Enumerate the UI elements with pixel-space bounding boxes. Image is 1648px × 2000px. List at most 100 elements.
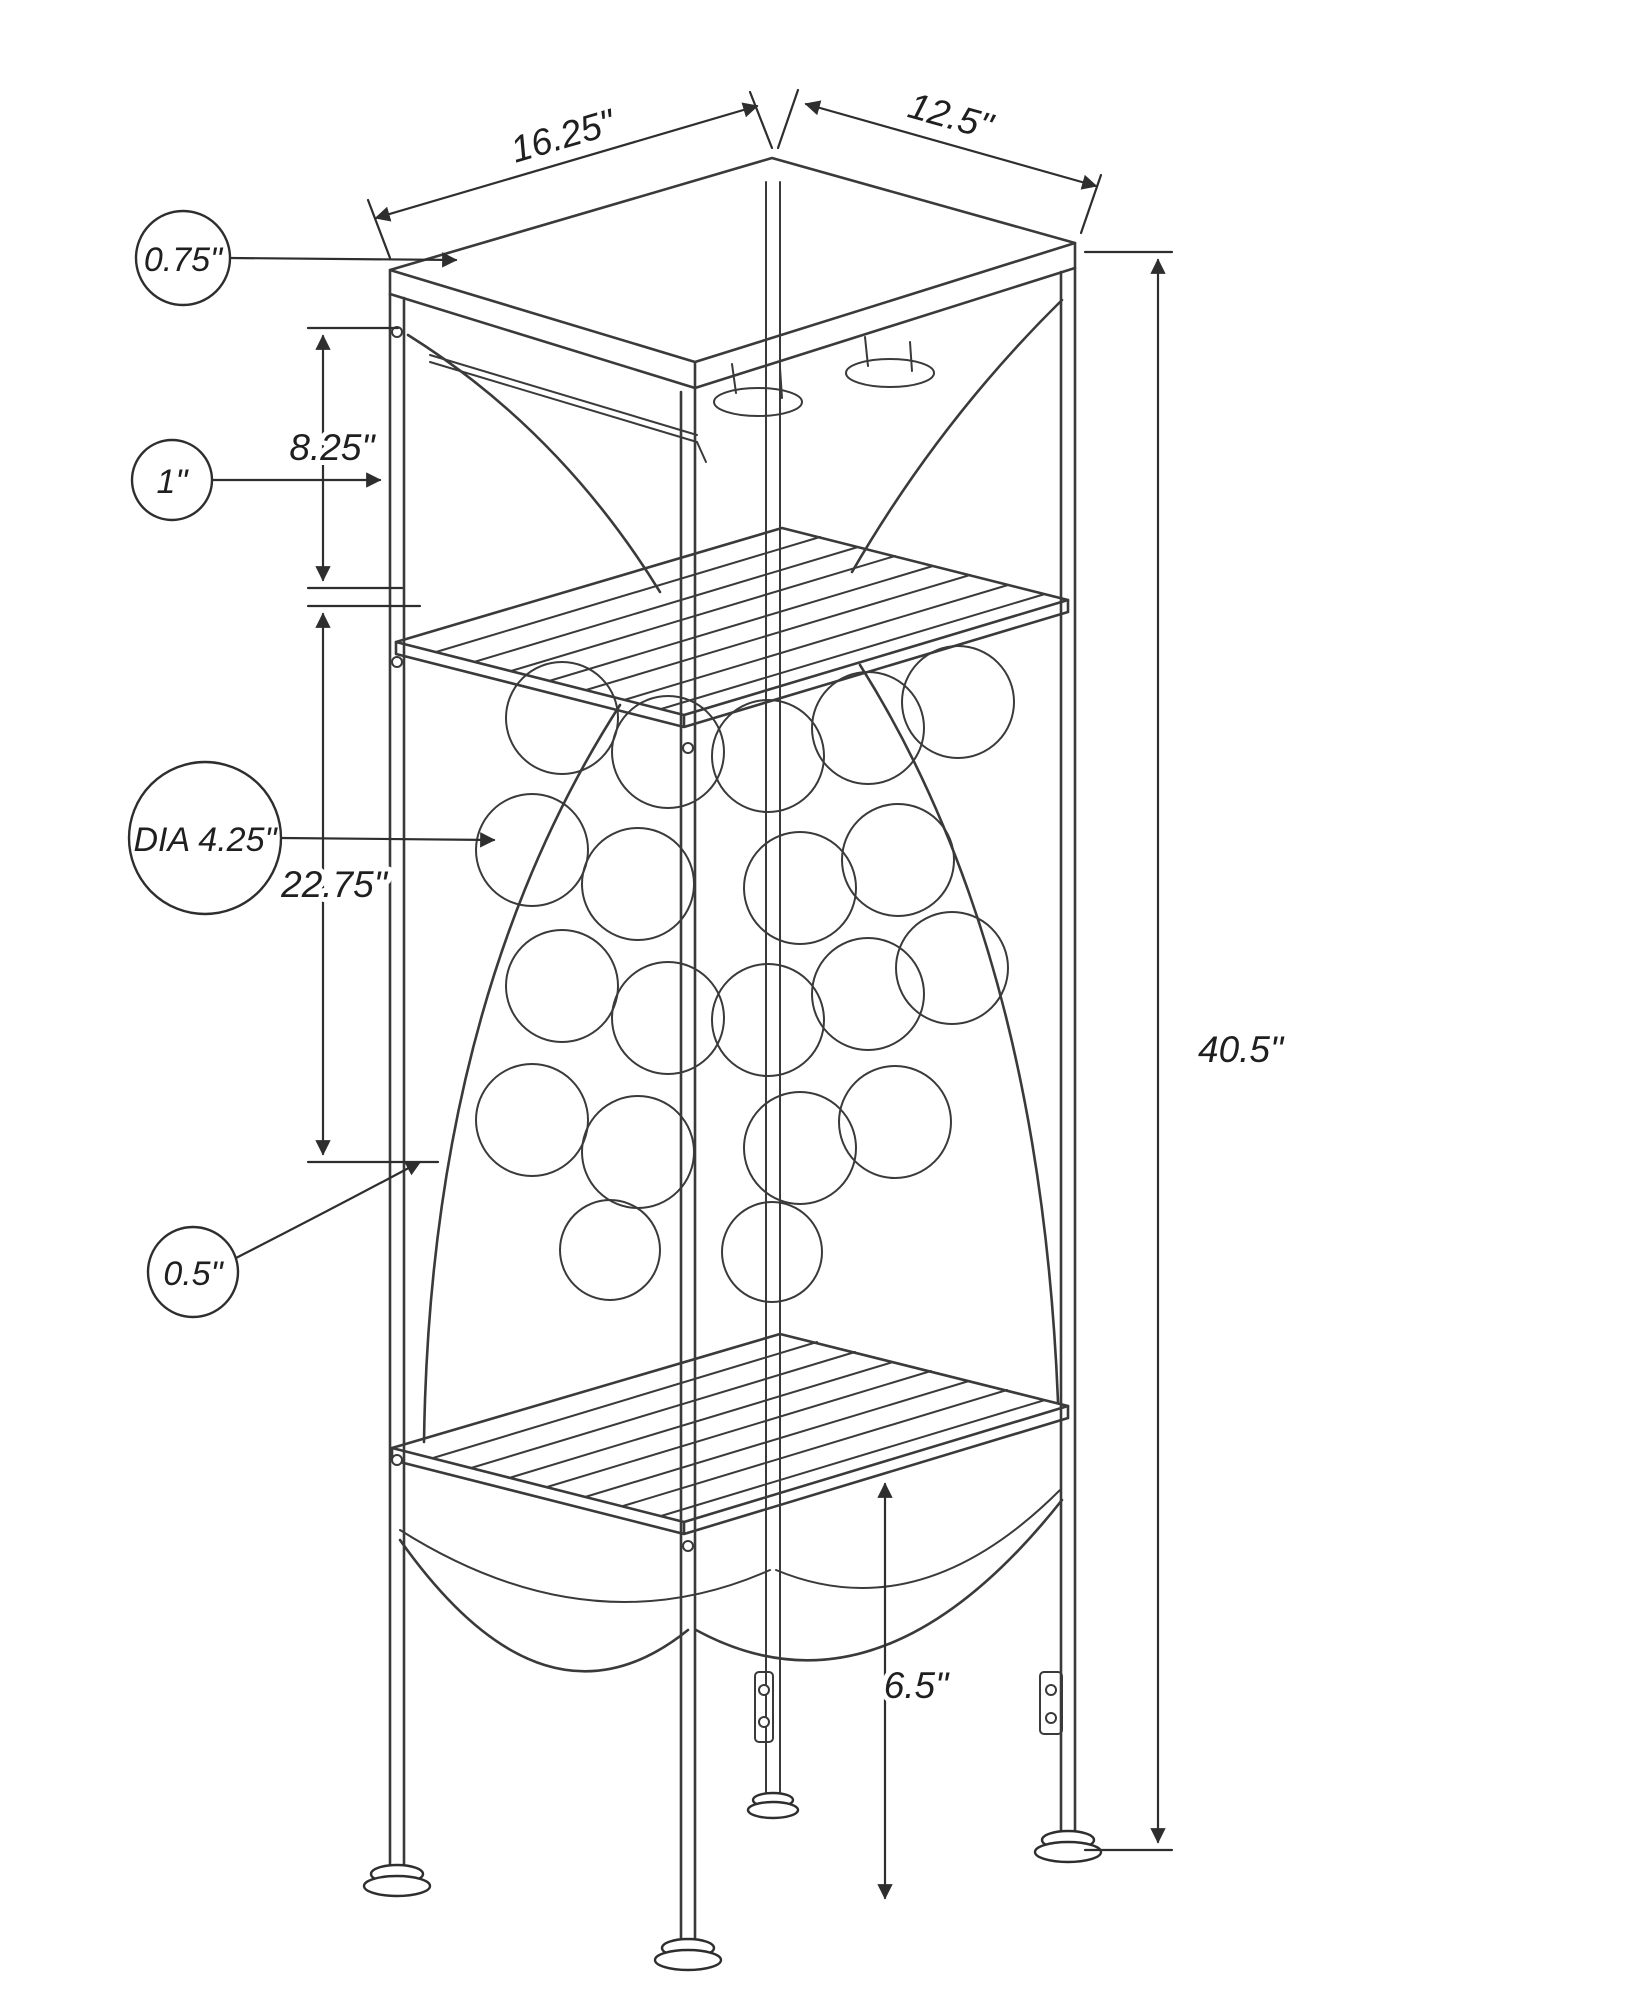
extension-line xyxy=(366,198,392,260)
callout-ring-diameter-label: DIA 4.25" xyxy=(133,821,278,859)
dimension-middle-section: 22.75" xyxy=(275,604,440,1164)
wine-ring xyxy=(475,793,589,907)
stemware-hook xyxy=(696,441,707,463)
shelf-slat xyxy=(623,584,1009,701)
callout-ring-diameter: DIA 4.25" xyxy=(127,760,496,916)
bolt-hole xyxy=(1045,1684,1057,1696)
callout-circle xyxy=(130,438,214,522)
callout-top-thickness-label: 0.75" xyxy=(144,241,224,279)
rear-leg xyxy=(754,181,781,1796)
stemware-rail xyxy=(429,361,698,443)
leg-bracket xyxy=(1039,1671,1063,1735)
bolt-hole xyxy=(758,1684,770,1696)
dimension-bottom-clearance: 6.5" xyxy=(877,1482,955,1900)
dim-middle-section-label: 22.75" xyxy=(280,864,389,905)
foot xyxy=(1033,1840,1103,1864)
bolt-hole xyxy=(391,656,403,668)
dimension-line xyxy=(374,102,759,222)
bolt-hole xyxy=(682,1540,694,1552)
wine-ring xyxy=(721,1201,823,1303)
dimension-line xyxy=(804,100,1098,190)
wine-ring xyxy=(901,645,1015,759)
wine-ring xyxy=(581,1095,695,1209)
wine-ring xyxy=(559,1199,661,1301)
dim-upper-section-label: 8.25" xyxy=(289,427,376,468)
extension-line xyxy=(776,88,800,150)
shelf-slat xyxy=(510,555,896,672)
table-frame xyxy=(362,156,1103,1972)
shelf-slat xyxy=(546,1370,932,1488)
base-arch xyxy=(398,1538,690,1673)
leader-line xyxy=(279,832,496,848)
glass-holder-loop xyxy=(845,358,935,388)
curved-brace xyxy=(858,663,1060,1404)
shelf-slat xyxy=(622,1389,1008,1507)
tabletop-thickness-edges xyxy=(388,241,1077,390)
leader-line xyxy=(228,252,458,268)
wine-ring xyxy=(505,929,619,1043)
leg-bracket xyxy=(754,1671,774,1743)
middle-braces xyxy=(422,663,1060,1444)
callout-circle xyxy=(127,760,283,916)
foot xyxy=(362,1874,432,1898)
foot xyxy=(653,1948,723,1972)
middle-shelf-thickness xyxy=(394,598,1070,729)
shelf-slat xyxy=(432,1341,818,1459)
callout-circle xyxy=(134,209,232,307)
dim-overall-height-label: 40.5" xyxy=(1198,1029,1285,1070)
curved-brace xyxy=(406,333,662,594)
callout-top-thickness: 0.75" xyxy=(134,209,458,307)
shelf-slat xyxy=(435,536,821,653)
feet xyxy=(362,1791,1103,1972)
dimension-upper-section: 8.25" xyxy=(284,326,404,590)
shelf-slat xyxy=(548,565,934,682)
wine-ring xyxy=(581,827,695,941)
wine-ring xyxy=(895,911,1009,1025)
shelf-slat xyxy=(470,1351,856,1469)
wine-ring xyxy=(711,699,825,813)
wine-ring xyxy=(611,961,725,1075)
curved-brace xyxy=(850,298,1064,574)
base-arch xyxy=(775,1489,1061,1589)
base-arch xyxy=(694,1498,1064,1662)
wine-ring xyxy=(841,803,955,917)
dimension-overall-height: 40.5" xyxy=(1083,250,1285,1852)
curved-brace xyxy=(422,703,622,1444)
bottom-shelf-outline xyxy=(390,1332,1070,1524)
callout-frame-tube: 1" xyxy=(130,438,382,522)
wine-ring xyxy=(811,937,925,1051)
wine-ring xyxy=(743,1091,857,1205)
shelf-slat xyxy=(584,1380,970,1498)
base-arch xyxy=(399,1529,771,1603)
dimension-top-depth: 12.5" xyxy=(776,85,1103,235)
callout-foot-thickness-label: 0.5" xyxy=(163,1255,224,1293)
dim-bottom-clearance-label: 6.5" xyxy=(884,1665,950,1706)
leader-line xyxy=(234,1160,422,1260)
foot xyxy=(746,1800,800,1820)
shelf-slat xyxy=(508,1361,894,1479)
glass-holder-stems xyxy=(731,336,913,399)
bolt-hole xyxy=(758,1716,770,1728)
bolt-hole xyxy=(1045,1712,1057,1724)
wine-ring xyxy=(505,661,619,775)
bottom-shelf-thickness xyxy=(390,1404,1070,1536)
wine-ring xyxy=(711,963,825,1077)
dim-top-depth-label: 12.5" xyxy=(904,85,999,148)
dim-top-width-label: 16.25" xyxy=(506,101,621,171)
tabletop xyxy=(388,156,1077,390)
legs xyxy=(388,266,1077,1946)
callout-circle xyxy=(146,1225,240,1319)
wine-rings xyxy=(475,645,1015,1303)
shelf-slat xyxy=(660,1399,1046,1517)
callout-frame-tube-label: 1" xyxy=(157,463,190,501)
shelf-slat xyxy=(585,574,971,691)
wine-ring xyxy=(611,695,725,809)
stemware-rack xyxy=(429,336,935,463)
extension-line xyxy=(748,90,774,150)
base-arches xyxy=(398,1489,1064,1673)
wine-ring xyxy=(743,831,857,945)
shelf-slat xyxy=(473,546,859,663)
extension-line xyxy=(1079,173,1103,235)
